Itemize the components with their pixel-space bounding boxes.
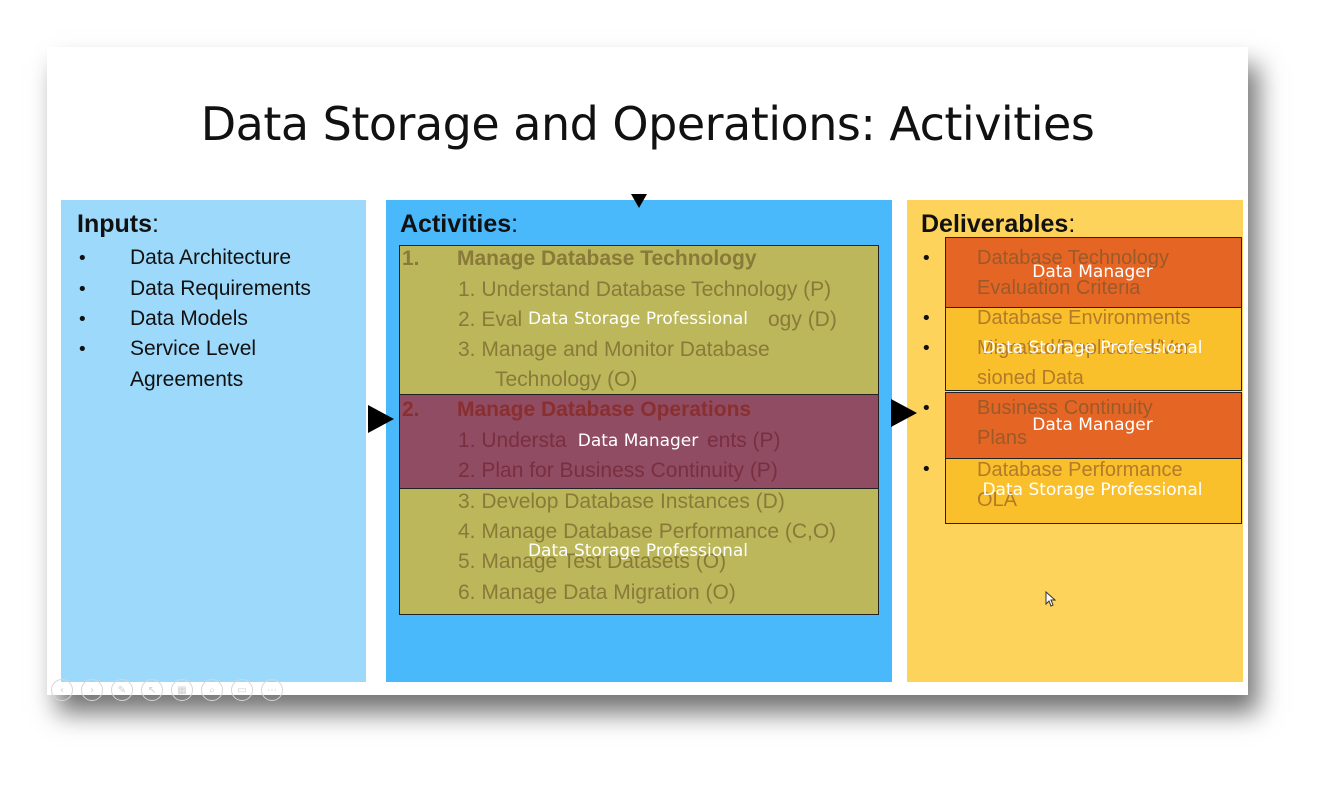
mouse-cursor-icon — [1045, 591, 1057, 607]
deliverable-item: sioned Data — [977, 367, 1084, 389]
input-item: Service Level — [130, 337, 257, 360]
activity-item: 1. Understa — [458, 429, 567, 452]
activity-role-label-1: Data Storage Professional — [527, 309, 749, 329]
bullet-icon: • — [77, 309, 88, 330]
pen-icon[interactable]: ✎ — [111, 679, 133, 701]
deliverable-item: Database Environments — [977, 307, 1191, 329]
activity-item: 2. Plan for Business Continuity (P) — [458, 459, 778, 482]
deliverables-column: Deliverables: • • • • • Database Technol… — [907, 200, 1243, 682]
presentation-toolbar: ‹ › ✎ ↖ ▦ ⌕ ▭ ⋯ — [51, 679, 283, 701]
forward-icon[interactable]: › — [81, 679, 103, 701]
pointer-icon[interactable]: ↖ — [141, 679, 163, 701]
deliverable-role-label-3: Data Manager — [1032, 414, 1153, 435]
activity-item: 6. Manage Data Migration (O) — [458, 581, 736, 604]
deliverable-role-overlay-1 — [945, 237, 1242, 308]
input-item: Agreements — [130, 368, 244, 391]
deliverable-item: Migrated/Replicated/Ver — [977, 337, 1191, 359]
activity-item: 3. Develop Database Instances (D) — [458, 490, 785, 513]
activity-item: 2. Eval — [458, 308, 523, 331]
bullet-icon: • — [921, 459, 932, 480]
deliverable-item: Plans — [977, 427, 1028, 449]
deliverable-role-overlay-4 — [945, 458, 1242, 524]
deliverable-item: Evaluation Criteria — [977, 277, 1141, 299]
activity-role-overlay-1 — [399, 245, 879, 395]
slides-icon[interactable]: ▦ — [171, 679, 193, 701]
deliverable-item: Database Technology — [977, 247, 1169, 269]
activity-group-title: Manage Database Technology — [457, 247, 757, 270]
more-icon[interactable]: ⋯ — [261, 679, 283, 701]
inputs-column: Inputs: • Data Architecture • Data Requi… — [61, 200, 366, 682]
deliverable-item: Database Performance — [977, 459, 1183, 481]
deliverable-item: Business Continuity — [977, 397, 1153, 419]
arrow-right-icon — [368, 405, 394, 433]
activity-role-overlay-2 — [399, 394, 879, 489]
activity-group-title: Manage Database Operations — [457, 398, 752, 421]
activity-group-number: 2. — [402, 398, 420, 421]
slide-title: Data Storage and Operations: Activities — [200, 97, 1095, 151]
bullet-icon: • — [77, 248, 88, 269]
input-item: Data Architecture — [130, 246, 292, 269]
activity-item: 4. Manage Database Performance (C,O) — [458, 520, 837, 543]
activity-item: ents (P) — [707, 429, 781, 452]
activity-item: 3. Manage and Monitor Database — [458, 338, 770, 361]
arrow-down-icon — [631, 194, 647, 208]
deliverable-role-label-4: Data Storage Professional — [982, 480, 1203, 500]
zoom-icon[interactable]: ⌕ — [201, 679, 223, 701]
activity-item: 5. Manage Test Datasets (O) — [458, 550, 727, 573]
activity-item: Technology (O) — [495, 368, 638, 391]
arrow-right-icon — [891, 399, 917, 427]
activities-column: Activities: 1. Manage Database Technolog… — [386, 200, 892, 682]
deliverable-role-label-2: Data Storage Professional — [982, 338, 1203, 358]
bullet-icon: • — [77, 339, 88, 360]
activity-group-number: 1. — [402, 247, 420, 270]
bullet-icon: • — [921, 308, 932, 329]
slide: Data Storage and Operations: Activities … — [47, 47, 1248, 701]
bullet-icon: • — [921, 248, 932, 269]
activity-role-label-2: Data Manager — [577, 430, 699, 451]
activity-role-overlay-3 — [399, 488, 879, 615]
deliverable-item: OLA — [977, 489, 1018, 511]
activity-role-label-3: Data Storage Professional — [527, 540, 749, 561]
activity-item: ogy (D) — [768, 308, 837, 331]
input-item: Data Models — [130, 307, 248, 330]
deliverable-role-label-1: Data Manager — [1032, 261, 1153, 282]
back-icon[interactable]: ‹ — [51, 679, 73, 701]
bullet-icon: • — [921, 398, 932, 419]
bullet-icon: • — [77, 279, 88, 300]
inputs-heading: Inputs: — [77, 210, 159, 238]
deliverables-heading: Deliverables: — [921, 210, 1076, 238]
subtitles-icon[interactable]: ▭ — [231, 679, 253, 701]
input-item: Data Requirements — [130, 277, 311, 300]
activity-item: 1. Understand Database Technology (P) — [458, 278, 832, 301]
deliverable-role-overlay-2 — [945, 307, 1242, 391]
bullet-icon: • — [921, 338, 932, 359]
activities-heading: Activities: — [400, 210, 519, 238]
